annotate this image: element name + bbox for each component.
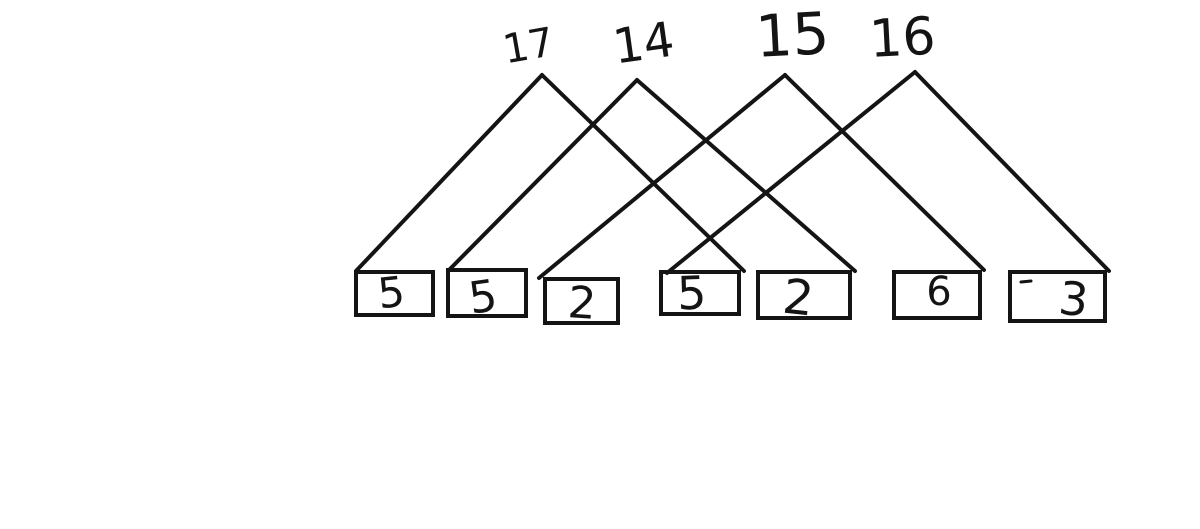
answer-box-3-value: 2 (565, 277, 598, 330)
answer-box-5: 2 (756, 269, 852, 327)
answer-box-2: 5 (446, 268, 528, 325)
top-number-4: 16 (867, 6, 938, 70)
line-17-to-box-1 (354, 73, 544, 273)
line-14-to-box-2 (447, 78, 639, 272)
answer-box-6-value: 6 (926, 269, 952, 315)
answer-box-1-value: 5 (375, 266, 408, 318)
line-15-to-box-6 (783, 73, 986, 272)
line-14-to-box-5 (635, 78, 857, 273)
top-number-2: 14 (609, 11, 678, 76)
line-17-to-box-4 (540, 73, 746, 273)
line-15-to-box-3 (537, 73, 787, 280)
answer-box-5-value: 2 (779, 268, 817, 328)
answer-box-3: 2 (543, 277, 620, 330)
answer-box-6: 6 (892, 270, 982, 320)
answer-box-7: 3 (1008, 270, 1107, 327)
answer-box-4: 5 (659, 265, 741, 321)
answer-box-1: 5 (354, 266, 435, 318)
line-16-to-box-7 (913, 70, 1111, 273)
top-number-1: 17 (499, 19, 558, 74)
line-16-to-box-4 (665, 70, 917, 275)
top-number-3: 15 (753, 0, 832, 71)
answer-box-7-value: 3 (1056, 270, 1091, 327)
answer-box-4-value: 5 (676, 265, 708, 321)
stray-pen-mark (1019, 279, 1033, 284)
answer-box-2-value: 5 (465, 270, 501, 325)
